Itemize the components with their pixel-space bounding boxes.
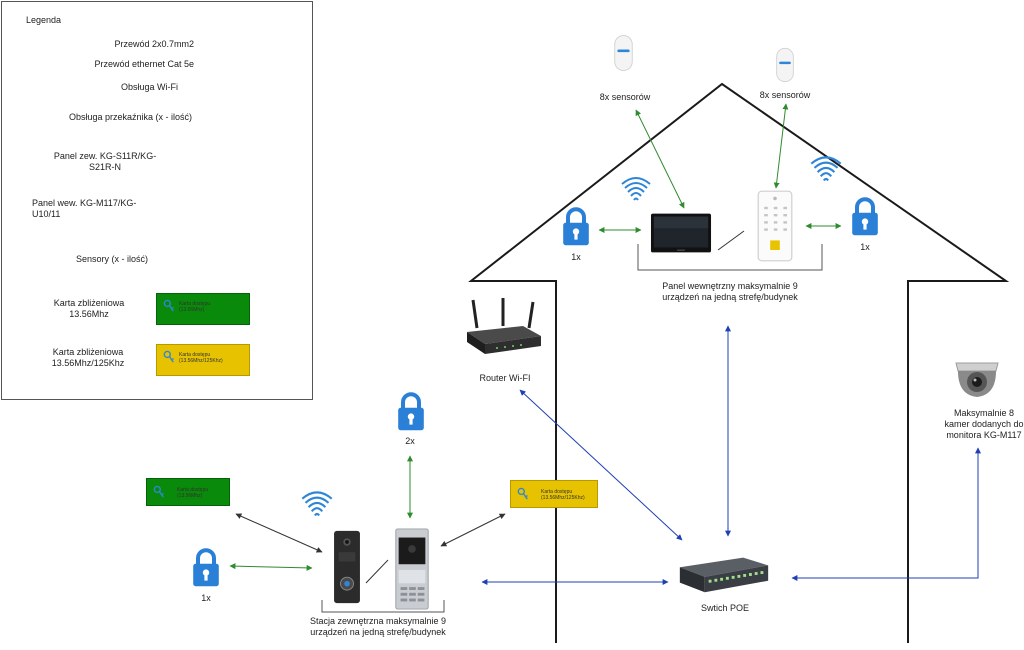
wire-lock-bottom bbox=[229, 563, 313, 571]
legend-card-1356-label: Karta zbliżeniowa 13.56Mhz bbox=[53, 298, 125, 319]
outdoor-silver-icon bbox=[395, 528, 429, 610]
outdoor-divider bbox=[365, 559, 389, 584]
legend-card-green: Karta dostępu(13.56Mhz) bbox=[156, 293, 250, 325]
wifi-indoor-left-icon bbox=[621, 177, 651, 201]
sensor-right-icon bbox=[776, 47, 794, 83]
legend-wifi-label: Obsługa Wi-Fi bbox=[120, 82, 178, 92]
lock-indoor-right-icon bbox=[850, 197, 880, 236]
card-title: Karta dostępu bbox=[177, 487, 209, 493]
switch-poe-icon bbox=[679, 557, 769, 593]
router-icon bbox=[465, 296, 543, 356]
key-icon bbox=[517, 487, 529, 500]
legend-card-yellow: Karta dostępu(13.56Mhz/125Khz) bbox=[156, 344, 250, 376]
wire-sensor-right bbox=[773, 103, 789, 189]
card-freq: (13.56Mhz/125Khz) bbox=[179, 358, 223, 364]
outdoor-group-label: Stacja zewnętrzna maksymalnie 9 urządzeń… bbox=[309, 616, 447, 637]
eth-camera-switch bbox=[791, 447, 981, 581]
legend-title: Legenda bbox=[26, 15, 62, 25]
key-icon bbox=[163, 350, 175, 363]
indoor-group-bracket bbox=[637, 244, 823, 271]
card-freq: (13.56Mhz) bbox=[177, 493, 203, 499]
router-label: Router Wi-FI bbox=[479, 373, 531, 383]
legend-relay-label: Obsługa przekaźnika (x - ilość) bbox=[68, 112, 192, 122]
outdoor-black-icon bbox=[333, 530, 361, 604]
link-card-yellow bbox=[440, 513, 506, 547]
lock-bottom-icon bbox=[193, 550, 219, 586]
sensors-left-label: 8x sensorów bbox=[599, 92, 651, 102]
wire-sensor-left bbox=[635, 109, 685, 209]
link-card-green bbox=[235, 513, 323, 553]
card-freq: (13.56Mhz/125Khz) bbox=[541, 495, 585, 501]
wifi-outdoor-icon bbox=[301, 491, 333, 517]
legend-ethernet-label: Przewód ethernet Cat 5e bbox=[94, 59, 194, 69]
switch-label: Swtich POE bbox=[700, 603, 749, 613]
legend-outdoor-panel-label: Panel zew. KG-S11R/KG-S21R-N bbox=[53, 151, 157, 172]
card-title: Karta dostępu bbox=[179, 301, 211, 307]
card-title: Karta dostępu bbox=[541, 489, 573, 495]
sensors-right-label: 8x sensorów bbox=[759, 90, 811, 100]
card-title: Karta dostępu bbox=[179, 352, 211, 358]
lock-top-icon bbox=[398, 394, 424, 430]
lock-indoor-left-icon bbox=[561, 207, 591, 246]
indoor-divider bbox=[717, 230, 745, 251]
wifi-indoor-right-icon bbox=[810, 156, 842, 182]
lock-bottom-count: 1x bbox=[201, 593, 211, 603]
camera-icon bbox=[955, 362, 999, 398]
card-green: Karta dostępu(13.56Mhz) bbox=[146, 478, 230, 506]
house-outline bbox=[468, 82, 1010, 643]
legend-indoor-panel-label: Panel wew. KG-M117/KG-U10/11 bbox=[32, 198, 137, 219]
indoor-monitor-icon bbox=[650, 213, 712, 253]
lock-left-count: 1x bbox=[571, 252, 581, 262]
card-yellow: Karta dostępu(13.56Mhz/125Khz) bbox=[510, 480, 598, 508]
key-icon bbox=[153, 485, 165, 498]
indoor-group-label: Panel wewnętrzny maksymalnie 9 urządzeń … bbox=[662, 281, 798, 302]
legend-sensors-label: Sensory (x - ilość) bbox=[75, 254, 148, 264]
indoor-keypad-icon bbox=[757, 190, 793, 262]
key-icon bbox=[163, 299, 175, 312]
lock-top-count: 2x bbox=[405, 436, 415, 446]
legend-wire-label: Przewód 2x0.7mm2 bbox=[114, 39, 194, 49]
camera-label: Maksymalnie 8 kamer dodanych do monitora… bbox=[944, 408, 1024, 440]
card-freq: (13.56Mhz) bbox=[179, 307, 205, 313]
lock-right-count: 1x bbox=[860, 242, 870, 252]
legend-card-dual-label: Karta zbliżeniowa 13.56Mhz/125Khz bbox=[51, 347, 125, 368]
outdoor-group-bracket bbox=[321, 600, 445, 613]
eth-router-switch bbox=[519, 389, 683, 541]
legend-panel: Legenda Przewód 2x0.7mm2 Przewód etherne… bbox=[1, 1, 313, 400]
sensor-left-icon bbox=[614, 35, 633, 71]
